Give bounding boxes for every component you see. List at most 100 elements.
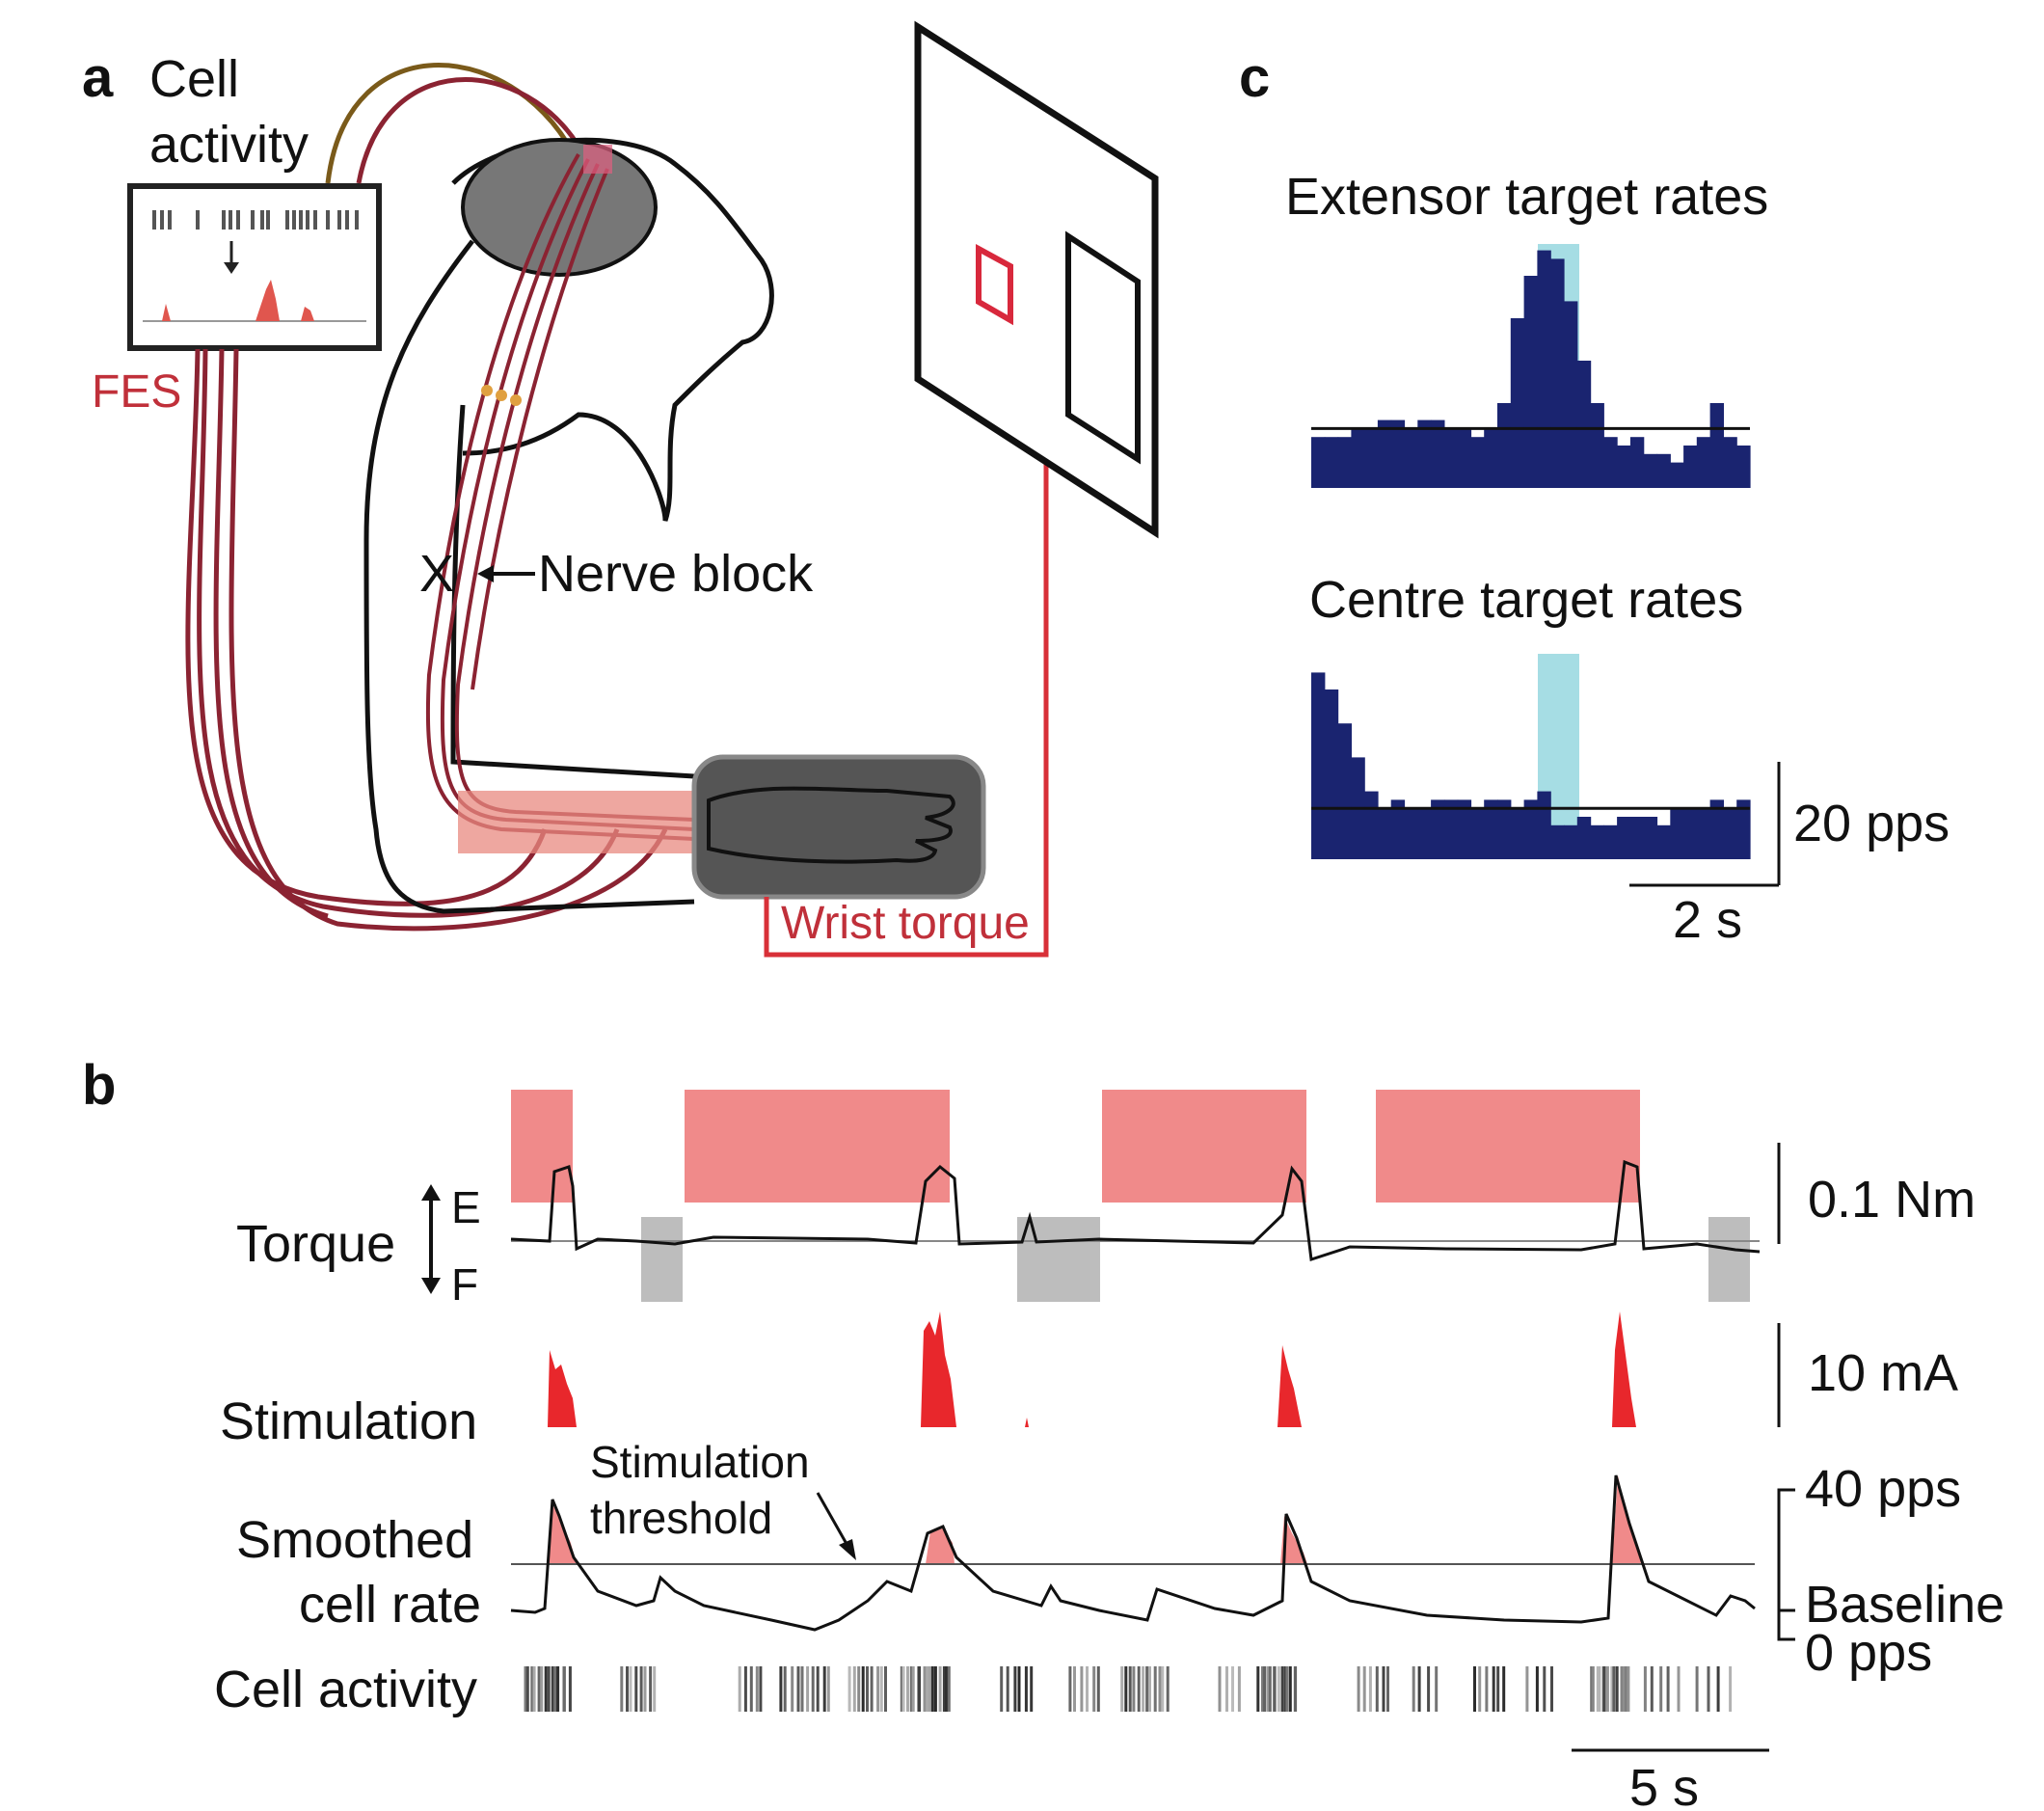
histogram-bar: [1523, 799, 1538, 859]
suprathreshold-fill: [548, 1475, 1641, 1564]
histogram-bar: [1390, 799, 1406, 859]
histogram-bar: [1576, 817, 1592, 859]
threshold-note-line1: Stimulation: [590, 1437, 810, 1487]
histogram-bar: [1417, 808, 1432, 859]
recording-wire: [325, 63, 581, 184]
histogram-bar: [1603, 824, 1618, 859]
stimulation-trace: [548, 1311, 1636, 1427]
rate-scale-zero-label: 0 pps: [1805, 1624, 1932, 1682]
inset-spike-raster: [152, 210, 359, 230]
histogram-bar: [1484, 428, 1498, 488]
histogram-bar: [1510, 318, 1525, 488]
histogram-bar: [1484, 799, 1498, 859]
scale-time-label: 2 s: [1673, 891, 1742, 949]
smoothed-rate-trace: [510, 1474, 1756, 1632]
histogram-bar: [1404, 808, 1418, 859]
histogram-bar: [1736, 446, 1751, 488]
cell-activity-label-line1: Cell: [149, 50, 239, 108]
histogram-bar: [1417, 419, 1432, 488]
wrist-torque-device: [691, 754, 986, 900]
panel-a-label: a: [82, 46, 114, 109]
histogram-bar: [1364, 428, 1379, 488]
histogram-bar: [1670, 808, 1684, 859]
panel-b-label: b: [82, 1054, 116, 1117]
torque-signal-wire: [764, 458, 1049, 958]
time-scale-label-b: 5 s: [1629, 1759, 1699, 1811]
stim-scale-label: 10 mA: [1808, 1344, 1958, 1402]
histogram-bar: [1643, 453, 1658, 488]
torque-trace: [510, 1159, 1761, 1261]
forearm-muscle: [458, 791, 709, 853]
histogram-bar: [1537, 791, 1551, 859]
panel-c: c Extensor target rates Centre target ra…: [1239, 46, 1950, 949]
histogram-bar: [1683, 446, 1698, 488]
histogram-bar: [1723, 437, 1737, 488]
histogram-bar: [1576, 361, 1592, 488]
extensor-target-box: [1065, 230, 1141, 465]
smoothed-label-line2: cell rate: [299, 1576, 481, 1634]
histogram-bar: [1431, 419, 1445, 488]
histogram-bar: [1470, 808, 1485, 859]
panel-c-label: c: [1239, 46, 1270, 109]
histogram-bar: [1377, 419, 1392, 488]
wrist-torque-label: Wrist torque: [781, 898, 1030, 949]
cell-activity-label: Cell activity: [214, 1661, 477, 1718]
stimulation-label: Stimulation: [220, 1392, 477, 1450]
histogram-bar: [1431, 799, 1445, 859]
histogram-bar: [1709, 799, 1724, 859]
target-screen: [914, 20, 1159, 539]
histogram-bar: [1656, 453, 1671, 488]
recording-inset: [127, 183, 382, 351]
histogram-bar: [1377, 808, 1392, 859]
histogram-bar: [1683, 808, 1698, 859]
histogram-bar: [1550, 824, 1565, 859]
histogram-bar: [1617, 817, 1631, 859]
target-windows: [511, 1090, 1640, 1203]
histogram-bar: [1564, 301, 1578, 488]
histogram-bar: [1404, 428, 1418, 488]
histogram-bar: [1337, 437, 1352, 488]
histogram-bar: [1696, 437, 1711, 488]
histogram-bar: [1457, 799, 1472, 859]
histogram-bar: [1497, 403, 1512, 488]
histogram-bar: [1443, 799, 1459, 859]
histogram-bar: [1643, 817, 1658, 859]
histogram-bar: [1723, 808, 1737, 859]
hand-icon: [707, 786, 955, 864]
histogram-bar: [1510, 808, 1525, 859]
histogram-bar: [1550, 258, 1565, 488]
histogram-bar: [1324, 689, 1339, 859]
histogram-bar: [1590, 824, 1604, 859]
neural-pathways: [425, 153, 695, 841]
extension-label: E: [451, 1182, 481, 1232]
torque-scale-label: 0.1 Nm: [1808, 1171, 1976, 1229]
threshold-arrow-icon: [816, 1492, 852, 1552]
nerve-block-label: Nerve block: [538, 545, 814, 603]
histogram-bar: [1523, 276, 1538, 488]
nerve-block-x: X: [419, 545, 454, 603]
fes-cables: [185, 348, 668, 932]
histogram-bar: [1337, 723, 1352, 859]
monkey-illustration: [363, 137, 774, 914]
inset-rate-peaks: [162, 280, 314, 321]
rate-scale-baseline-label: Baseline: [1805, 1576, 2004, 1634]
centre-histogram: [1311, 672, 1751, 859]
histogram-bar: [1443, 428, 1459, 488]
histogram-bar: [1364, 791, 1379, 859]
histogram-bar: [1537, 250, 1551, 488]
centre-title: Centre target rates: [1309, 571, 1743, 629]
histogram-bar: [1311, 672, 1326, 859]
histogram-bar: [1497, 799, 1512, 859]
histogram-bar: [1351, 428, 1365, 488]
histogram-bar: [1311, 437, 1326, 488]
torque-label: Torque: [236, 1215, 395, 1273]
flexion-label: F: [451, 1259, 478, 1310]
rate-scale-bracket: [1777, 1488, 1795, 1641]
histogram-bar: [1629, 437, 1645, 488]
histogram-bar: [1670, 462, 1684, 488]
smoothed-label-line1: Smoothed: [236, 1511, 473, 1569]
scale-rate-label: 20 pps: [1793, 795, 1950, 852]
histogram-bar: [1617, 446, 1631, 488]
panel-a: a Cell activity: [82, 20, 1159, 958]
